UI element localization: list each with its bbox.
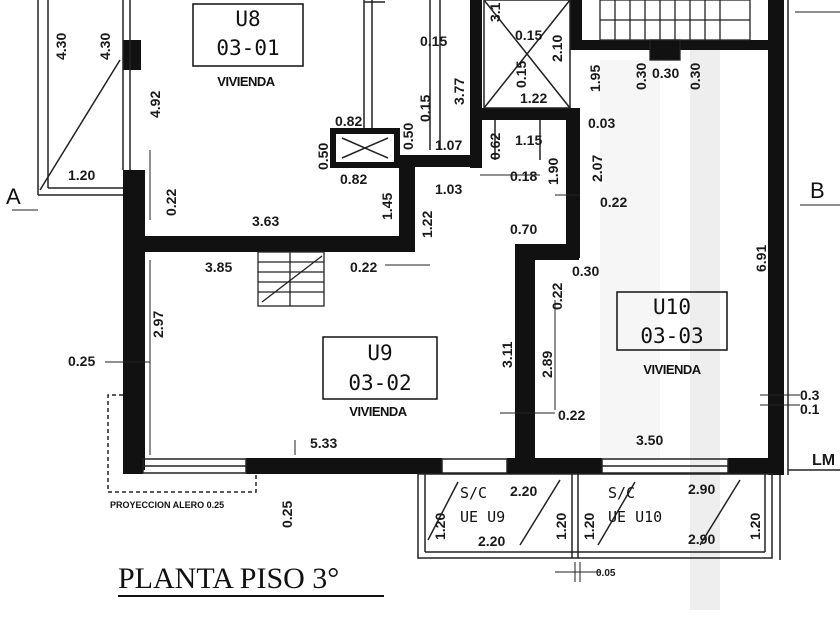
dim-0-22d: 0.22 xyxy=(549,283,565,310)
unit-u10-code: U10 xyxy=(653,295,691,319)
dim-0-50b: 0.50 xyxy=(400,123,416,150)
dim-0-22c: 0.22 xyxy=(600,194,627,210)
dim-0-30d: 0.30 xyxy=(572,263,599,279)
dim-0-18: 0.18 xyxy=(510,168,537,184)
balcony-u10-width-bottom: 2.90 xyxy=(688,531,715,547)
axis-b-label: B xyxy=(810,178,825,203)
dim-0-25b: 0.25 xyxy=(279,501,295,528)
balcony-u9-width-bottom: 2.20 xyxy=(478,533,505,549)
unit-u9-type: VIVIENDA xyxy=(349,404,408,419)
dim-4-92: 4.92 xyxy=(147,91,163,118)
dim-0-15d: 0.15 xyxy=(513,61,529,88)
u10-stair xyxy=(599,0,751,61)
balcony-u10-depth-right: 1.20 xyxy=(747,513,763,540)
unit-u9-number: 03-02 xyxy=(348,371,411,395)
unit-u10-number: 03-03 xyxy=(640,324,703,348)
dim-1-22a: 1.22 xyxy=(520,90,547,106)
balcony-u10-width-top: 2.90 xyxy=(688,481,715,497)
unit-u9-code: U9 xyxy=(367,341,392,365)
dim-0-22e: 0.22 xyxy=(558,407,585,423)
dim-0-15a: 0.15 xyxy=(420,33,447,49)
dim-0-50a: 0.50 xyxy=(315,143,331,170)
dim-2-07: 2.07 xyxy=(589,155,605,182)
dim-0-25a: 0.25 xyxy=(68,353,95,369)
plan-title-text: PLANTA PISO 3° xyxy=(118,562,339,595)
unit-u10-type: VIVIENDA xyxy=(643,362,702,377)
dim-1-90: 1.90 xyxy=(545,158,561,185)
dim-0-15c: 0.15 xyxy=(515,27,542,43)
balcony-u10-line2: UE U10 xyxy=(608,508,662,526)
u9-stair xyxy=(257,251,325,307)
axis-a-label: A xyxy=(6,184,21,209)
dim-0-62: 0.62 xyxy=(487,133,503,160)
balcony-u9-width-top: 2.20 xyxy=(510,483,537,499)
dim-0-30b: 0.30 xyxy=(652,65,679,81)
dim-3-50: 3.50 xyxy=(636,432,663,448)
dim-2-97: 2.97 xyxy=(150,311,166,338)
dim-0-22b: 0.22 xyxy=(350,259,377,275)
balcony-u10-line1: S/C xyxy=(608,484,635,502)
dim-0-15b: 0.15 xyxy=(417,95,433,122)
dim-0-82a: 0.82 xyxy=(335,113,362,129)
dim-1-20: 1.20 xyxy=(68,167,95,183)
dimension-lines xyxy=(12,11,840,582)
eave-projection-note: PROYECCION ALERO 0.25 xyxy=(110,500,224,510)
unit-u10-label: U10 03-03 VIVIENDA xyxy=(616,291,728,377)
unit-u8-number: 03-01 xyxy=(216,36,279,60)
dim-0-70: 0.70 xyxy=(510,221,537,237)
balcony-u9-line2: UE U9 xyxy=(460,508,505,526)
unit-u9-label: U9 03-02 VIVIENDA xyxy=(322,336,438,419)
dim-3-77: 3.77 xyxy=(451,78,467,105)
dim-1-95: 1.95 xyxy=(587,65,603,92)
dim-4-30a: 4.30 xyxy=(53,33,69,60)
balcony-u9-depth-left: 1.20 xyxy=(432,513,448,540)
dim-1-03: 1.03 xyxy=(435,181,462,197)
balcony-u9-line1: S/C xyxy=(460,484,487,502)
dimension-labels: 1.20 3.63 3.85 0.22 0.25 5.33 0.82 0.82 … xyxy=(68,27,820,579)
plan-title: PLANTA PISO 3° xyxy=(118,562,384,597)
dim-0-22a: 0.22 xyxy=(163,189,179,216)
axis-lm-label: LM xyxy=(812,452,835,469)
dim-0-82b: 0.82 xyxy=(340,171,367,187)
unit-u8-type: VIVIENDA xyxy=(217,74,276,89)
balcony-u10-depth-left: 1.20 xyxy=(581,513,597,540)
dim-3-11: 3.11 xyxy=(499,341,515,368)
dimension-labels-vertical: 4.30 4.30 4.92 0.22 2.97 0.25 0.50 0.50 … xyxy=(53,2,769,528)
dim-6-91: 6.91 xyxy=(753,245,769,272)
balcony-u9-depth-right: 1.20 xyxy=(553,513,569,540)
dim-3-63: 3.63 xyxy=(252,213,279,229)
dim-3-85: 3.85 xyxy=(205,259,232,275)
dim-0-30c: 0.30 xyxy=(687,63,703,90)
dim-1-15: 1.15 xyxy=(515,132,542,148)
unit-u8-label: U8 03-01 VIVIENDA xyxy=(192,3,304,89)
dim-4-30b: 4.30 xyxy=(97,33,113,60)
scan-shading xyxy=(600,40,720,610)
walls xyxy=(123,0,784,475)
dim-1-45: 1.45 xyxy=(379,193,395,220)
dim-3-top: 3.1 xyxy=(487,2,503,22)
dim-1-22b: 1.22 xyxy=(419,211,435,238)
dim-0-03: 0.03 xyxy=(588,115,615,131)
dim-0-1r: 0.1 xyxy=(800,401,820,417)
thin-lines xyxy=(37,0,840,560)
unit-u8-code: U8 xyxy=(235,7,260,31)
balcony-u9: S/C 2.20 UE U9 2.20 1.20 1.20 xyxy=(432,483,569,549)
dim-1-07: 1.07 xyxy=(435,137,462,153)
dim-2-89: 2.89 xyxy=(539,351,555,378)
dim-0-3r: 0.3 xyxy=(800,387,820,403)
dim-5-33: 5.33 xyxy=(310,435,337,451)
balcony-u10: S/C 2.90 UE U10 2.90 1.20 1.20 xyxy=(581,481,763,547)
dim-0-05: 0.05 xyxy=(596,568,616,579)
dim-2-10: 2.10 xyxy=(549,35,565,62)
dim-0-30a: 0.30 xyxy=(633,63,649,90)
